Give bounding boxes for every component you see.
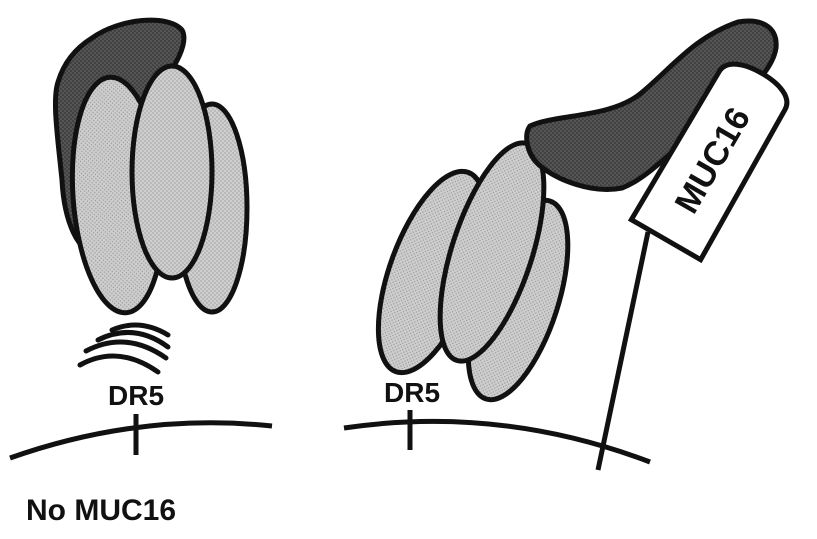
left-lobe-front	[132, 66, 212, 278]
right-panel: MUC16 DR5	[344, 21, 797, 470]
left-panel: DR5 No MUC16	[10, 20, 272, 527]
caption-no-muc16: No MUC16	[26, 494, 176, 527]
left-dr5-label: DR5	[108, 380, 164, 411]
muc16-tether	[598, 232, 648, 470]
signal-arcs-icon	[80, 325, 168, 372]
right-dr5-label: DR5	[384, 377, 440, 408]
left-membrane	[10, 423, 272, 458]
